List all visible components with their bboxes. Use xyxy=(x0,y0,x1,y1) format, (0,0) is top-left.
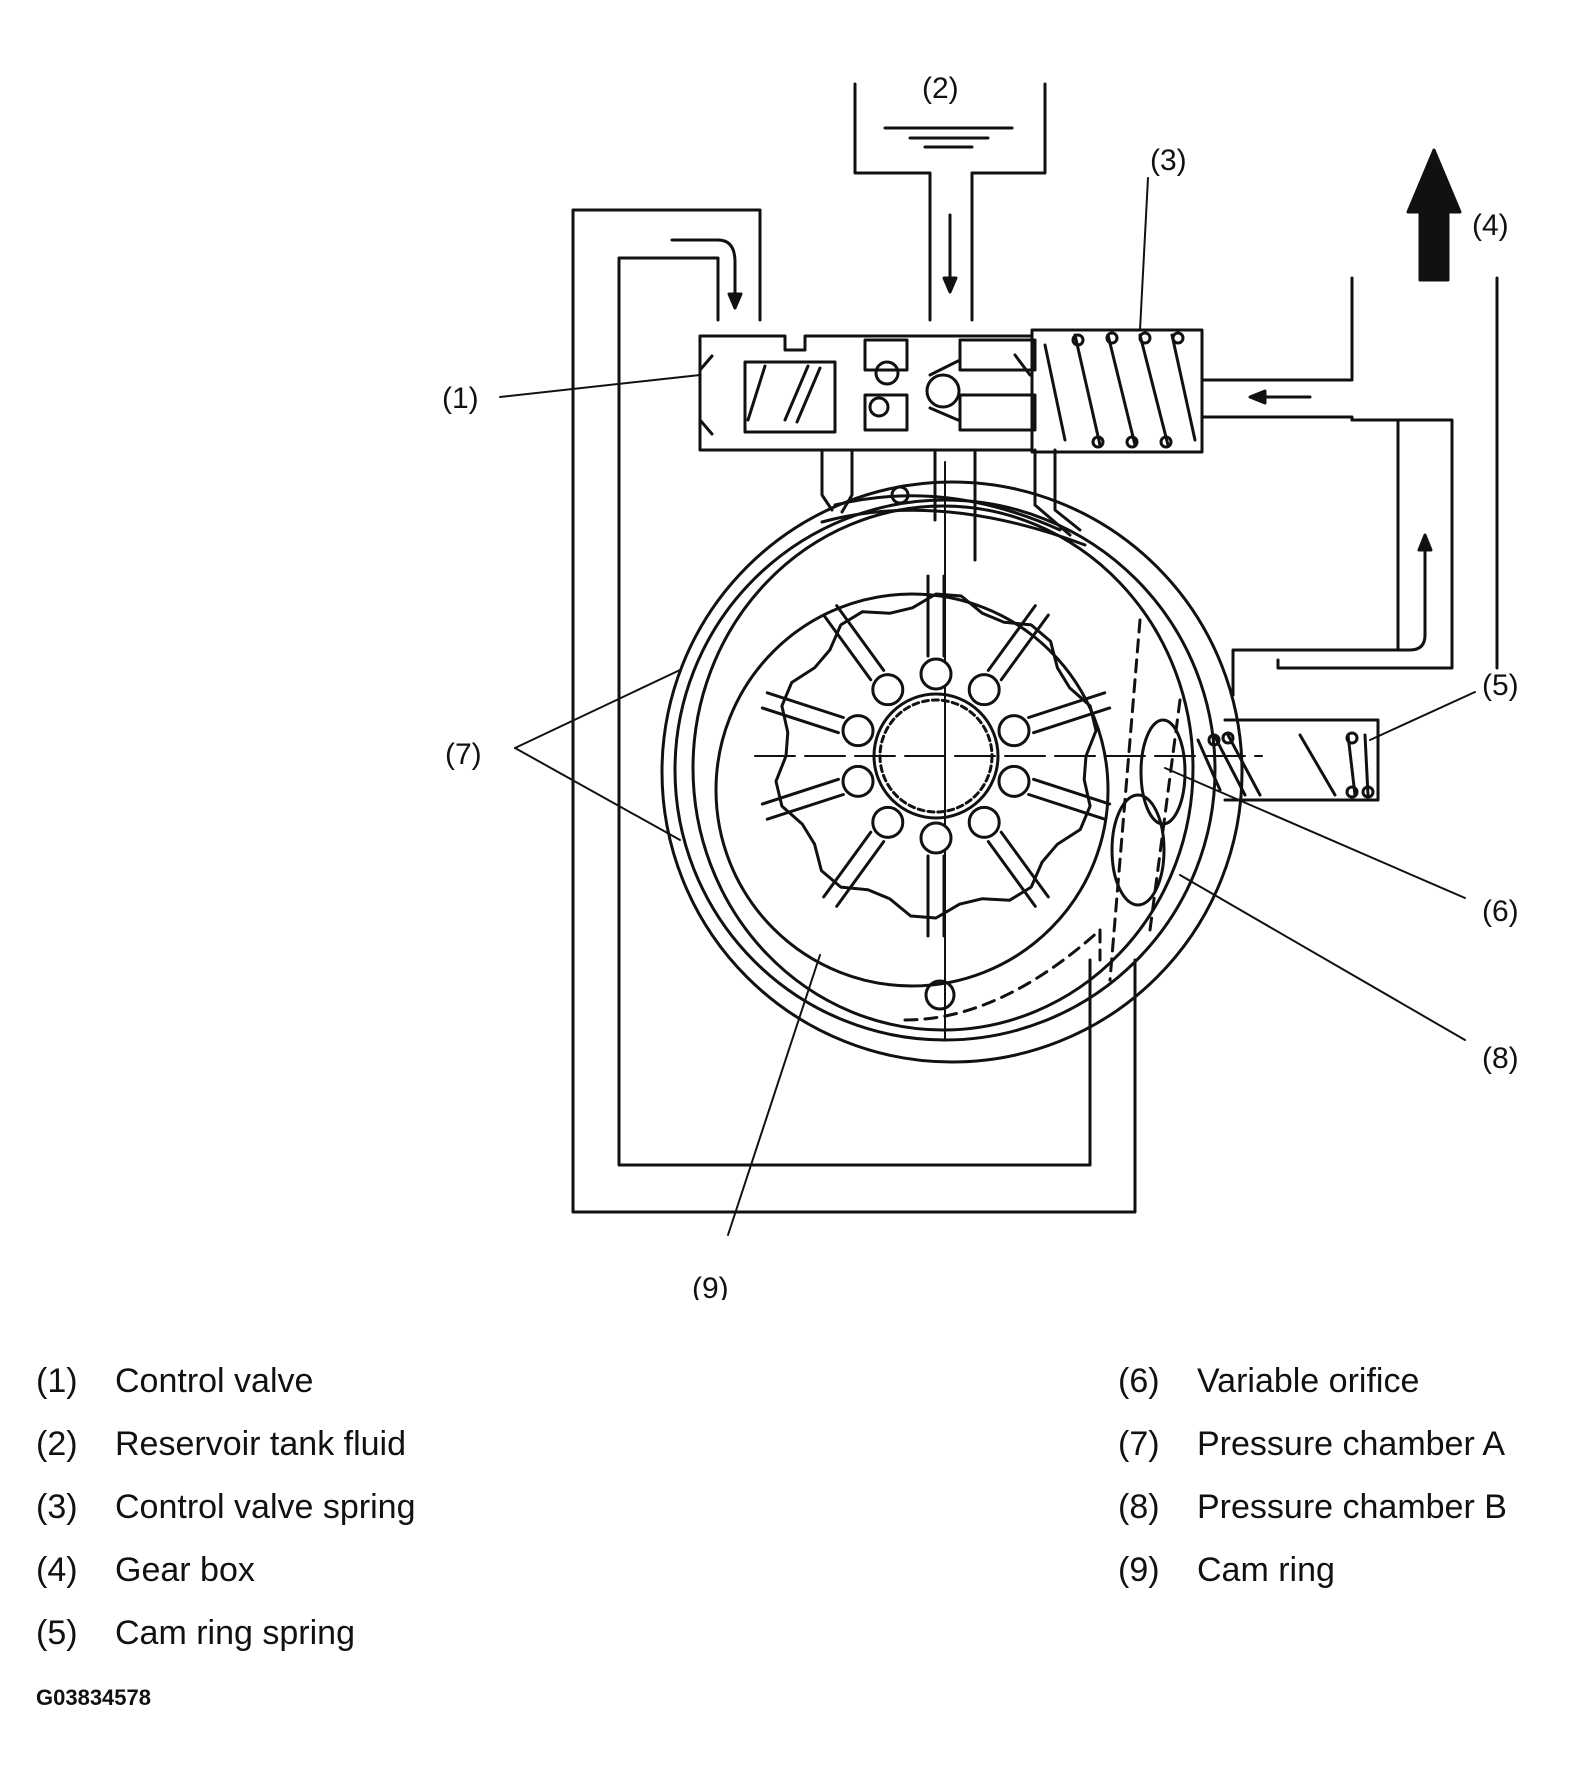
legend-number: (5) xyxy=(36,1614,78,1652)
legend-label: Cam ring spring xyxy=(115,1614,355,1652)
callout-1: (1) xyxy=(442,382,479,415)
legend-label: Reservoir tank fluid xyxy=(115,1425,407,1463)
vane xyxy=(1027,691,1112,735)
callout-7: (7) xyxy=(445,738,482,771)
centre-lines xyxy=(754,461,1263,1041)
vane xyxy=(822,604,886,682)
legend-label: Control valve xyxy=(115,1362,314,1400)
cam-profile xyxy=(774,592,1098,920)
vane xyxy=(926,574,946,658)
vane xyxy=(986,830,1050,908)
vane-slot xyxy=(919,821,953,855)
legend-label: Gear box xyxy=(115,1551,255,1589)
callout-9: (9) xyxy=(692,1272,729,1300)
legend-number: (6) xyxy=(1118,1362,1160,1400)
legend-item: (9) Cam ring xyxy=(1118,1549,1507,1612)
legend-label: Cam ring xyxy=(1197,1551,1335,1589)
vane-slot xyxy=(997,764,1031,798)
callout-3: (3) xyxy=(1150,144,1187,177)
control-valve-spring xyxy=(1030,328,1204,454)
legend-item: (2) Reservoir tank fluid xyxy=(36,1423,415,1486)
legend-number: (3) xyxy=(36,1488,78,1526)
legend-label: Pressure chamber B xyxy=(1197,1488,1507,1526)
leader-lines xyxy=(499,177,1476,1236)
control-valve xyxy=(698,334,1037,452)
cam-ring-spring xyxy=(1196,718,1380,802)
legend-right-column: (6) Variable orifice (7) Pressure chamber … xyxy=(1118,1360,1507,1612)
vanes xyxy=(760,574,1112,938)
output-arrow xyxy=(1406,148,1462,282)
vane xyxy=(1027,777,1112,821)
legend-item: (6) Variable orifice xyxy=(1118,1360,1507,1423)
legend-label: Control valve spring xyxy=(115,1488,416,1526)
gearbox-passage xyxy=(1200,148,1499,697)
callout-8: (8) xyxy=(1482,1042,1519,1075)
legend-item: (1) Control valve xyxy=(36,1360,415,1423)
vane-slot xyxy=(967,673,1001,707)
vane-slot xyxy=(841,714,875,748)
vane-pump-diagram: (1) (2) (3) (4) (5) (6) (7) (8) (9) xyxy=(442,72,1519,1300)
legend-label: Variable orifice xyxy=(1197,1362,1420,1400)
legend-item: (8) Pressure chamber B xyxy=(1118,1486,1507,1549)
pump-housing xyxy=(660,480,1244,1064)
vane xyxy=(822,830,886,908)
vane-slot xyxy=(841,764,875,798)
legend-label: Pressure chamber A xyxy=(1197,1425,1506,1463)
figure-id: G03834578 xyxy=(36,1685,151,1710)
legend-number: (9) xyxy=(1118,1551,1160,1589)
reservoir-tank xyxy=(853,82,1047,322)
vane xyxy=(760,691,845,735)
rotor xyxy=(872,692,1000,820)
vane-slot xyxy=(871,673,905,707)
legend-number: (1) xyxy=(36,1362,78,1400)
legend-number: (2) xyxy=(36,1425,78,1463)
vane-slot xyxy=(967,805,1001,839)
legend-item: (7) Pressure chamber A xyxy=(1118,1423,1507,1486)
vane-slot xyxy=(919,657,953,691)
housing-outer-passage xyxy=(571,208,1137,1214)
callout-5: (5) xyxy=(1482,669,1519,702)
legend-number: (7) xyxy=(1118,1425,1160,1463)
legend-item: (5) Cam ring spring xyxy=(36,1612,415,1675)
legend-number: (4) xyxy=(36,1551,78,1589)
legend-item: (3) Control valve spring xyxy=(36,1486,415,1549)
vane xyxy=(926,854,946,938)
legend-left-column: (1) Control valve (2) Reservoir tank fluid… xyxy=(36,1360,415,1675)
vane xyxy=(986,604,1050,682)
legend-number: (8) xyxy=(1118,1488,1160,1526)
vane xyxy=(760,777,845,821)
callout-2: (2) xyxy=(922,72,959,105)
legend-item: (4) Gear box xyxy=(36,1549,415,1612)
callout-6: (6) xyxy=(1482,895,1519,928)
vane-slot xyxy=(871,805,905,839)
vane-slot xyxy=(997,714,1031,748)
callout-4: (4) xyxy=(1472,209,1509,242)
